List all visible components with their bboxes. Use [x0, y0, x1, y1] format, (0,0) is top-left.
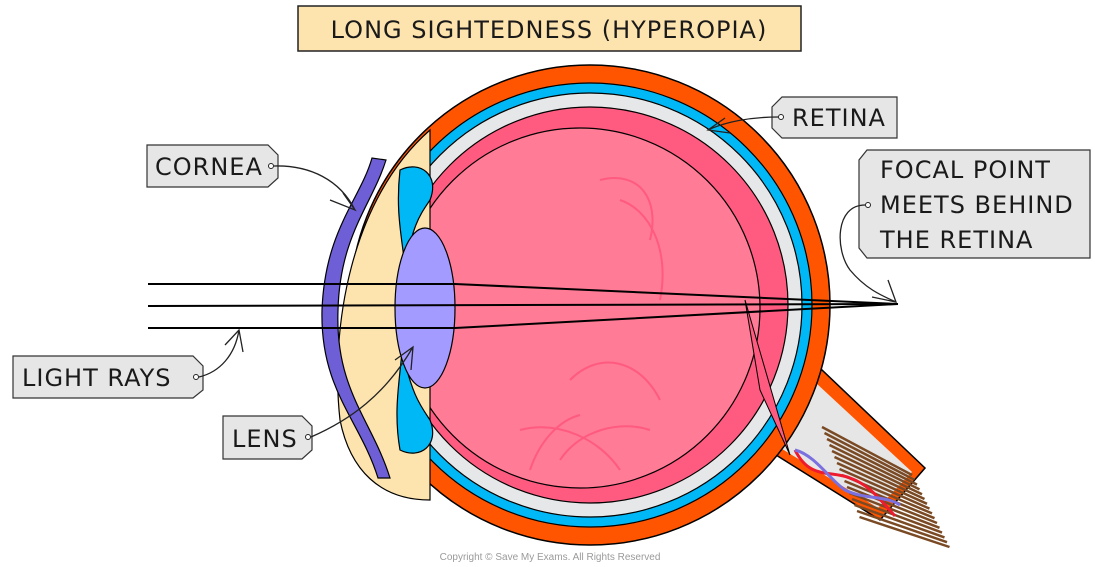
- page-title: LONG SIGHTEDNESS (HYPEROPIA): [331, 16, 768, 44]
- light-ray-top: [148, 283, 899, 305]
- label-cornea: CORNEA: [146, 144, 357, 212]
- label-light-rays: LIGHT RAYS: [12, 328, 244, 399]
- nerve-fibre: [821, 425, 913, 477]
- nerve-fibre: [826, 437, 918, 486]
- eyeball: [349, 64, 831, 546]
- nerve-fibre: [851, 497, 943, 534]
- nerve-fibres: [821, 425, 950, 549]
- arrow-retina: [706, 116, 779, 134]
- label-focal-line-3: THE RETINA: [879, 226, 1033, 254]
- label-focal-line-2: MEETS BEHIND: [880, 191, 1074, 219]
- nerve-fibre: [856, 509, 948, 544]
- label-cornea-text: CORNEA: [155, 153, 263, 181]
- cornea: [321, 157, 391, 479]
- nerve-fibre: [828, 443, 921, 491]
- nerve-fibre: [849, 491, 940, 529]
- nerve-fibre: [846, 485, 938, 525]
- artery: [793, 449, 897, 518]
- nerve-fibre: [836, 461, 928, 505]
- nerve-fibre: [831, 449, 923, 496]
- copyright-text: Copyright © Save My Exams. All Rights Re…: [440, 552, 661, 563]
- nerve-fibre: [823, 431, 916, 481]
- blood-vessels: [519, 177, 664, 471]
- light-ray-middle: [147, 303, 899, 307]
- label-light-rays-text: LIGHT RAYS: [22, 364, 172, 392]
- light-ray-bottom: [148, 303, 899, 329]
- arrow-light-rays: [198, 328, 244, 378]
- vein: [794, 448, 901, 507]
- nerve-fibre: [854, 503, 945, 539]
- label-focal-line-1: FOCAL POINT: [880, 156, 1051, 184]
- iris-bottom: [396, 349, 434, 454]
- lens: [394, 227, 456, 389]
- label-lens: LENS: [222, 345, 414, 460]
- label-focal-point: FOCAL POINT MEETS BEHIND THE RETINA: [839, 149, 1091, 303]
- arrow-cornea: [273, 165, 357, 212]
- label-retina: RETINA: [706, 96, 898, 139]
- arrow-focal-point: [839, 204, 898, 303]
- nerve-fibre: [859, 515, 950, 549]
- nerve-fibre: [833, 455, 926, 501]
- arrow-lens: [310, 345, 414, 438]
- label-lens-text: LENS: [232, 425, 298, 453]
- nerve-fibre: [838, 467, 931, 510]
- light-rays: [147, 283, 899, 329]
- title-box: LONG SIGHTEDNESS (HYPEROPIA): [297, 5, 802, 52]
- label-retina-text: RETINA: [792, 104, 886, 132]
